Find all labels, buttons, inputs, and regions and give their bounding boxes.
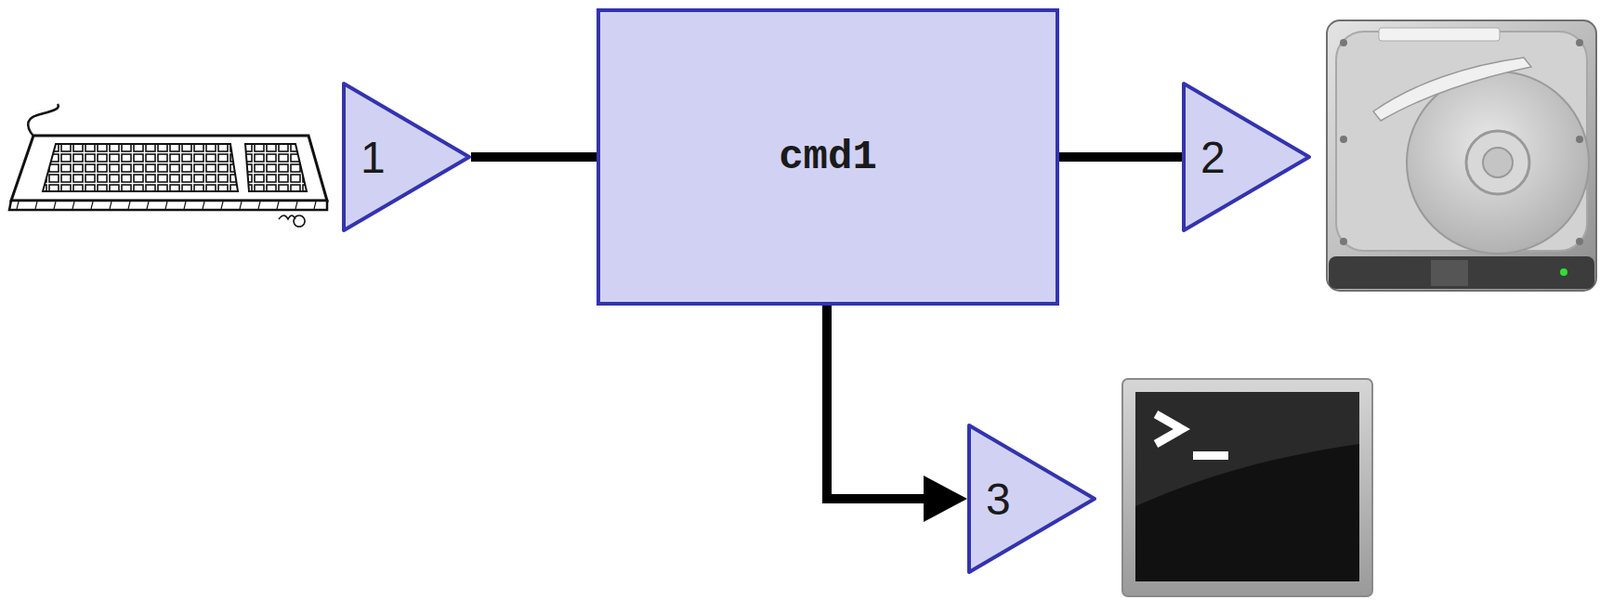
triangle-shape	[969, 425, 1095, 573]
triangle-shape	[343, 83, 470, 231]
port-triangle: 3	[967, 423, 1097, 575]
keyboard-icon	[9, 104, 328, 227]
command-name: cmd1	[778, 133, 878, 181]
command-box: cmd1	[596, 8, 1060, 306]
stream-number: 1	[360, 131, 386, 184]
stream-connector	[471, 152, 597, 162]
port-triangle: 1	[341, 81, 472, 233]
terminal-icon	[1122, 379, 1373, 597]
stream-connector	[826, 305, 949, 499]
port-triangle: 2	[1181, 81, 1312, 233]
triangle-shape	[1183, 83, 1310, 231]
stream-connector	[1059, 152, 1182, 162]
stream-number: 3	[985, 473, 1011, 525]
hard-drive-icon	[1326, 20, 1597, 291]
stream-number: 2	[1200, 131, 1226, 184]
